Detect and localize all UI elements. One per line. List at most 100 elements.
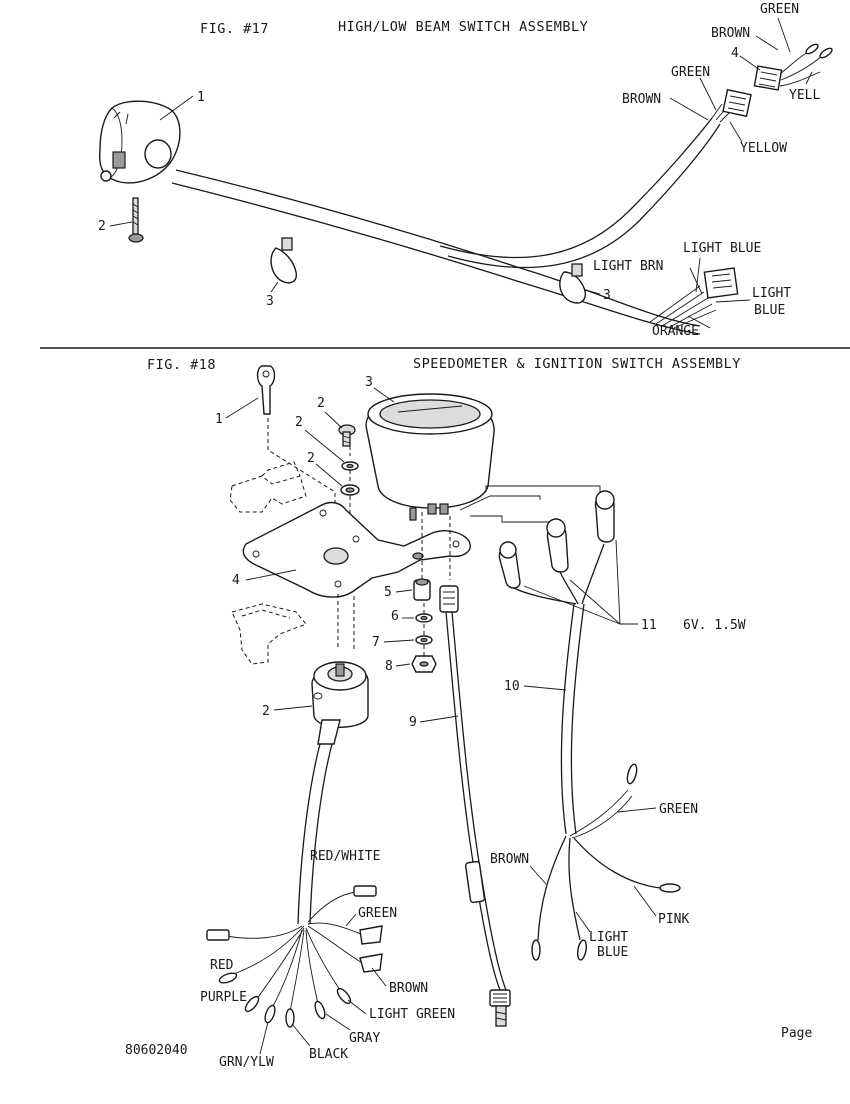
- fig17-header: FIG. #17 HIGH/LOW BEAM SWITCH ASSEMBLY: [200, 19, 588, 37]
- leader-cable: [419, 715, 459, 723]
- wire-label-red-white: RED/WHITE: [310, 849, 380, 864]
- wire-label-green-ign: GREEN: [358, 906, 397, 921]
- callout-bulb-spec: 6V. 1.5W: [683, 618, 746, 633]
- speedometer-cable: [439, 516, 511, 1027]
- speedo-mount-screw: [338, 424, 356, 447]
- leader-key: [225, 397, 259, 419]
- bulb-harness: [459, 485, 681, 961]
- callout-key: 1: [215, 412, 223, 427]
- top-wire-connector: [753, 43, 833, 91]
- wire-label-grn-ylw: GRN/YLW: [219, 1055, 274, 1070]
- leader-harness: [523, 685, 567, 691]
- cable-clamp-right: [559, 263, 586, 304]
- washer-upper: [341, 461, 359, 471]
- callout-washer-7: 7: [372, 635, 380, 650]
- wire-label-brown-top: BROWN: [711, 26, 750, 41]
- nut-8: [411, 655, 437, 673]
- wire-label-green-mid: GREEN: [671, 65, 710, 80]
- wire-label-light-brn: LIGHT BRN: [593, 259, 663, 274]
- wire-label-yellow-mid: YELLOW: [740, 141, 787, 156]
- callout-fig17-clamp-right: 3: [603, 288, 611, 303]
- leader-fig17-clamp-left: [270, 281, 279, 293]
- ignition-switch: [311, 661, 369, 745]
- wire-label-black: BLACK: [309, 1047, 348, 1062]
- leader-nut-5: [395, 589, 413, 593]
- mounting-bracket: [242, 501, 471, 598]
- callout-bulbs: 11: [641, 618, 657, 633]
- fig18-subtitle: SPEEDOMETER & IGNITION SWITCH ASSEMBLY: [413, 356, 741, 372]
- wire-label-light-blue-b: BLUE: [597, 945, 628, 960]
- leader-washer-b: [315, 463, 343, 487]
- wire-label-purple: PURPLE: [200, 990, 247, 1005]
- leader-washer-7: [383, 639, 415, 643]
- bracket-to-switch-line: [337, 594, 355, 650]
- callout-washer-b: 2: [307, 451, 315, 466]
- callout-fig17-switch: 1: [197, 90, 205, 105]
- leader-washer-a: [304, 429, 345, 463]
- wire-label-light-blue-1: LIGHT BLUE: [683, 241, 761, 256]
- leader-screw: [324, 411, 343, 429]
- wire-label-green-speedo: GREEN: [659, 802, 698, 817]
- wire-label-light-blue-2b: BLUE: [754, 303, 785, 318]
- frame-mount-lower: [231, 603, 307, 665]
- mid-wire-connector: [711, 88, 752, 123]
- ignition-harness: [206, 743, 383, 1028]
- callout-washer-a: 2: [295, 415, 303, 430]
- nut-5: [413, 578, 431, 601]
- frame-mount-upper: [229, 461, 307, 513]
- wire-label-brown-speedo: BROWN: [490, 852, 529, 867]
- callout-ignition-switch: 2: [262, 704, 270, 719]
- callout-screw: 2: [317, 396, 325, 411]
- page-label: Page: [781, 1026, 812, 1041]
- callout-fig17-connector: 4: [731, 46, 739, 61]
- wire-label-light-blue-2a: LIGHT: [752, 286, 791, 301]
- fig18-header: FIG. #18 SPEEDOMETER & IGNITION SWITCH A…: [147, 356, 741, 373]
- speedometer: [365, 393, 495, 521]
- callout-cable: 9: [409, 715, 417, 730]
- switch-mount-screw: [128, 197, 144, 243]
- wire-label-green-top: GREEN: [760, 2, 799, 17]
- key-axis-line: [267, 418, 336, 514]
- speedo-wire-labels: GREEN BROWN PINK LIGHT BLUE: [490, 802, 698, 960]
- callout-harness: 10: [504, 679, 520, 694]
- callout-nut-8: 8: [385, 659, 393, 674]
- wire-label-orange: ORANGE: [652, 324, 699, 339]
- fig17-cable: [171, 117, 721, 335]
- high-low-beam-switch: [98, 100, 181, 184]
- callout-fig17-clamp-left: 3: [266, 294, 274, 309]
- fig18-title: FIG. #18: [147, 357, 216, 373]
- leader-speedometer: [373, 387, 395, 403]
- leader-fig17-switch: [159, 95, 194, 121]
- end-wire-connector: [649, 267, 739, 329]
- callout-fig17-screw: 2: [98, 219, 106, 234]
- leader-fig17-screw: [109, 221, 133, 227]
- cable-clamp-left: [270, 237, 297, 284]
- callout-washer-6: 6: [391, 609, 399, 624]
- ignition-wire-labels: RED/WHITE GREEN RED PURPLE BROWN LIGHT G…: [200, 849, 455, 1070]
- leader-nut-8: [395, 663, 411, 667]
- ignition-key: [256, 365, 276, 415]
- wire-label-yellow-top: YELL: [789, 88, 820, 103]
- callout-nut-5: 5: [384, 585, 392, 600]
- washer-6: [415, 613, 433, 623]
- callout-speedometer: 3: [365, 375, 373, 390]
- washer-7: [415, 635, 433, 645]
- leader-bulbs: [523, 539, 638, 625]
- wire-label-brown-ign: BROWN: [389, 981, 428, 996]
- document-number: 80602040: [125, 1043, 188, 1058]
- leader-ignition-switch: [273, 705, 313, 711]
- leader-fig17-connector: [739, 55, 761, 71]
- fig17-title: FIG. #17: [200, 21, 269, 37]
- fig17-subtitle: HIGH/LOW BEAM SWITCH ASSEMBLY: [338, 19, 588, 35]
- washer-lower: [340, 484, 360, 496]
- wire-label-brown-mid: BROWN: [622, 92, 661, 107]
- wire-label-gray: GRAY: [349, 1031, 380, 1046]
- wire-label-light-green: LIGHT GREEN: [369, 1007, 455, 1022]
- wire-label-pink: PINK: [658, 912, 689, 927]
- wire-label-light-blue-a: LIGHT: [589, 930, 628, 945]
- fig17-wire-labels: GREEN BROWN YELL GREEN BROWN YELLOW LIGH…: [593, 2, 820, 339]
- wire-label-red: RED: [210, 958, 234, 973]
- leader-bracket: [245, 569, 297, 581]
- callout-bracket: 4: [232, 573, 240, 588]
